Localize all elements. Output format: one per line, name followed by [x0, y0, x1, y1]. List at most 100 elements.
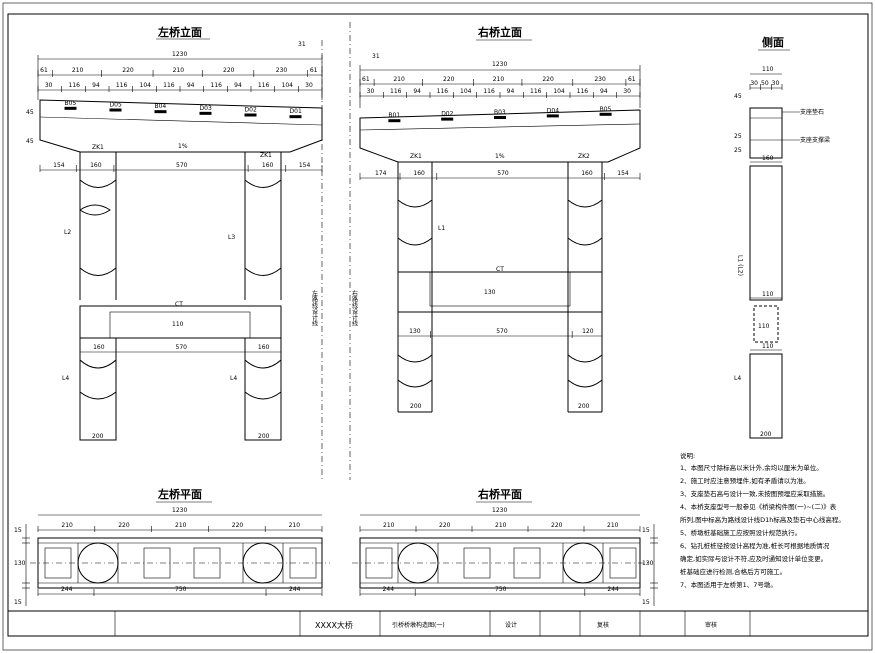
- re-sp-5: 230: [594, 76, 606, 83]
- re-fine-6: 94: [507, 88, 515, 95]
- re-zk-left: ZK1: [410, 153, 422, 160]
- le-pile-dia-right: 200: [258, 433, 270, 440]
- sv-col-h: L1 (L2): [737, 255, 744, 276]
- le-brg-tag-4: D02: [245, 107, 257, 114]
- sv-top-w: 110: [762, 66, 774, 73]
- le-top-total: 1230: [172, 51, 187, 58]
- le-offset: 31: [298, 41, 306, 48]
- lp-sp-3: 220: [232, 522, 244, 529]
- lp-bd-2: 244: [289, 586, 301, 593]
- le-brg-pad-5: [289, 115, 302, 119]
- re-top-total: 1230: [492, 61, 507, 68]
- re-cd-3: 160: [581, 170, 593, 177]
- re-brg-tag-3: D04: [547, 107, 559, 114]
- re-fine-9: 116: [577, 88, 589, 95]
- rp-sp-4: 210: [607, 522, 619, 529]
- sv-col-w: 160: [762, 155, 774, 162]
- note-4: 所列,图中标高为路线设计线D1h标高及垫石中心线高程。: [680, 515, 845, 524]
- rp-bd-2: 244: [607, 586, 619, 593]
- re-ld-1: 570: [496, 328, 508, 335]
- re-brg-pad-2: [494, 116, 506, 119]
- le-column-left: [79, 152, 117, 300]
- sv-beam: [753, 305, 779, 343]
- le-cd-2: 570: [176, 162, 188, 169]
- left-elevation-title: 左桥立面: [157, 25, 202, 39]
- tb-drawing: 引桥桥墩构造图(一): [392, 621, 445, 629]
- sv-h3: 25: [734, 147, 742, 154]
- le-sp-1: 210: [72, 67, 84, 74]
- le-fine-11: 30: [305, 82, 313, 89]
- le-cd-3: 160: [262, 162, 274, 169]
- notes-heading: 说明:: [680, 451, 695, 460]
- re-beam-h: 130: [484, 289, 496, 296]
- le-sp-0: 61: [40, 67, 48, 74]
- lp-sp-0: 210: [61, 522, 73, 529]
- le-beam-h: 110: [172, 321, 184, 328]
- notes-block: 说明:1、本图尺寸除标高以米计外,余均以厘米为单位。2、施工时应注意预埋件,如有…: [680, 451, 845, 589]
- note-5: 5、桥墩桩基础施工应按照设计规范执行。: [680, 528, 801, 537]
- right-elevation-title: 右桥立面: [477, 25, 522, 39]
- re-fine-0: 30: [367, 88, 375, 95]
- rp-bd-0: 244: [383, 586, 395, 593]
- re-fine-5: 116: [483, 88, 495, 95]
- le-brg-tag-1: D05: [110, 102, 122, 109]
- re-brg-tag-0: B01: [388, 112, 400, 119]
- re-slope: 1%: [495, 153, 505, 160]
- re-pile-dia-left: 200: [410, 403, 422, 410]
- le-sp-2: 220: [122, 67, 134, 74]
- sv-sd-1: 50: [761, 80, 769, 87]
- tb-approve: 审核: [705, 621, 717, 629]
- sv-callout-2: 支座支撑梁: [800, 136, 830, 144]
- sv-beam-w: 110: [762, 291, 774, 298]
- le-brg-pad-1: [109, 108, 122, 112]
- re-fine-4: 104: [460, 88, 472, 95]
- rp-total: 1230: [492, 507, 507, 514]
- re-fine-1: 116: [390, 88, 402, 95]
- le-sp-4: 220: [223, 67, 235, 74]
- lp-bd-1: 750: [175, 586, 187, 593]
- re-cd-4: 154: [617, 170, 629, 177]
- rp-sd-0: 15: [642, 527, 650, 534]
- re-sp-6: 61: [628, 76, 636, 83]
- le-ld-0: 160: [93, 344, 105, 351]
- lp-sd-0: 15: [14, 527, 22, 534]
- re-beam-ct: CT: [496, 266, 504, 273]
- le-brg-tag-2: B04: [155, 103, 167, 110]
- re-fine-10: 94: [600, 88, 608, 95]
- le-cap-h: 45: [26, 109, 34, 116]
- le-fine-10: 104: [282, 82, 294, 89]
- sv-sd-2: 30: [772, 80, 780, 87]
- re-pile-dia-right: 200: [578, 403, 590, 410]
- re-fine-3: 116: [437, 88, 449, 95]
- le-fine-7: 116: [211, 82, 223, 89]
- le-fine-4: 104: [140, 82, 152, 89]
- re-zk-right: ZK2: [578, 153, 590, 160]
- right-route-label: 右路线设计线: [351, 289, 358, 326]
- sv-h2: 25: [734, 133, 742, 140]
- tb-design: 设计: [505, 621, 517, 629]
- le-brg-pad-3: [199, 111, 212, 115]
- rp-sp-1: 220: [439, 522, 451, 529]
- note-8: 桩基础应进行检测,合格后方可施工。: [680, 567, 786, 576]
- le-brg-tag-3: D03: [200, 105, 212, 112]
- le-piles: [79, 338, 282, 441]
- re-sp-3: 210: [493, 76, 505, 83]
- re-sp-4: 220: [542, 76, 554, 83]
- le-fine-6: 94: [187, 82, 195, 89]
- re-brg-pad-4: [599, 112, 612, 116]
- lp-sp-1: 220: [118, 522, 130, 529]
- le-brg-tag-5: D01: [290, 108, 302, 115]
